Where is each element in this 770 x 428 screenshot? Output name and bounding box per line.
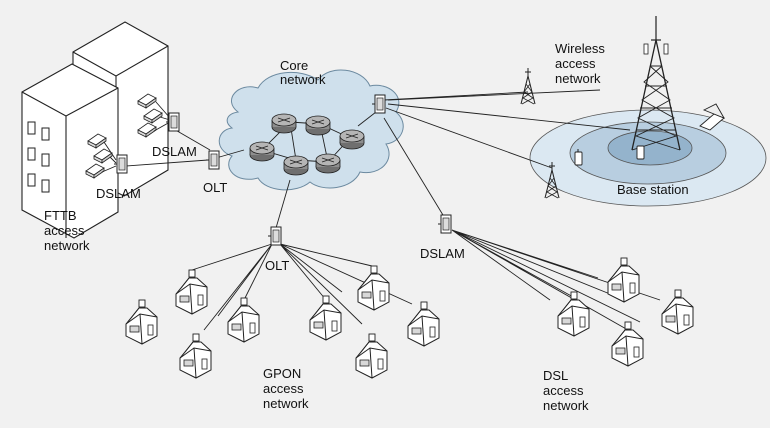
- gpon-access-network-label: GPON access network: [263, 366, 309, 411]
- dsl-access-network-label: DSL access network: [543, 368, 589, 413]
- building-modems: [85, 93, 171, 179]
- core-network-label: Core network: [280, 58, 326, 87]
- dslam-right-device: [437, 214, 452, 234]
- laptop-icon: [699, 103, 726, 131]
- fttb-access-network-label: FTTB access network: [44, 208, 90, 253]
- dsl-houses: [557, 257, 694, 367]
- olt-center-label: OLT: [265, 258, 289, 273]
- wireless-coverage: [529, 109, 767, 207]
- olt-left-device: [205, 150, 220, 170]
- building-front: [21, 63, 119, 239]
- dslam-right-label: DSLAM: [420, 246, 465, 261]
- olt-left-label: OLT: [203, 180, 227, 195]
- gpon-houses: [125, 265, 440, 379]
- mobile-phone-icon-left: [574, 149, 583, 166]
- base-station-tower: [631, 16, 681, 151]
- dslam-left-label: DSLAM: [96, 186, 141, 201]
- olt-center-device: [267, 226, 282, 246]
- wireless-access-network-label: Wireless access network: [555, 41, 608, 86]
- connection-lines: [125, 89, 661, 331]
- small-antenna-top: [520, 67, 536, 105]
- base-station-label: Base station: [617, 182, 689, 197]
- dslam-top-label: DSLAM: [152, 144, 197, 159]
- mobile-phone-icon-center: [636, 145, 645, 160]
